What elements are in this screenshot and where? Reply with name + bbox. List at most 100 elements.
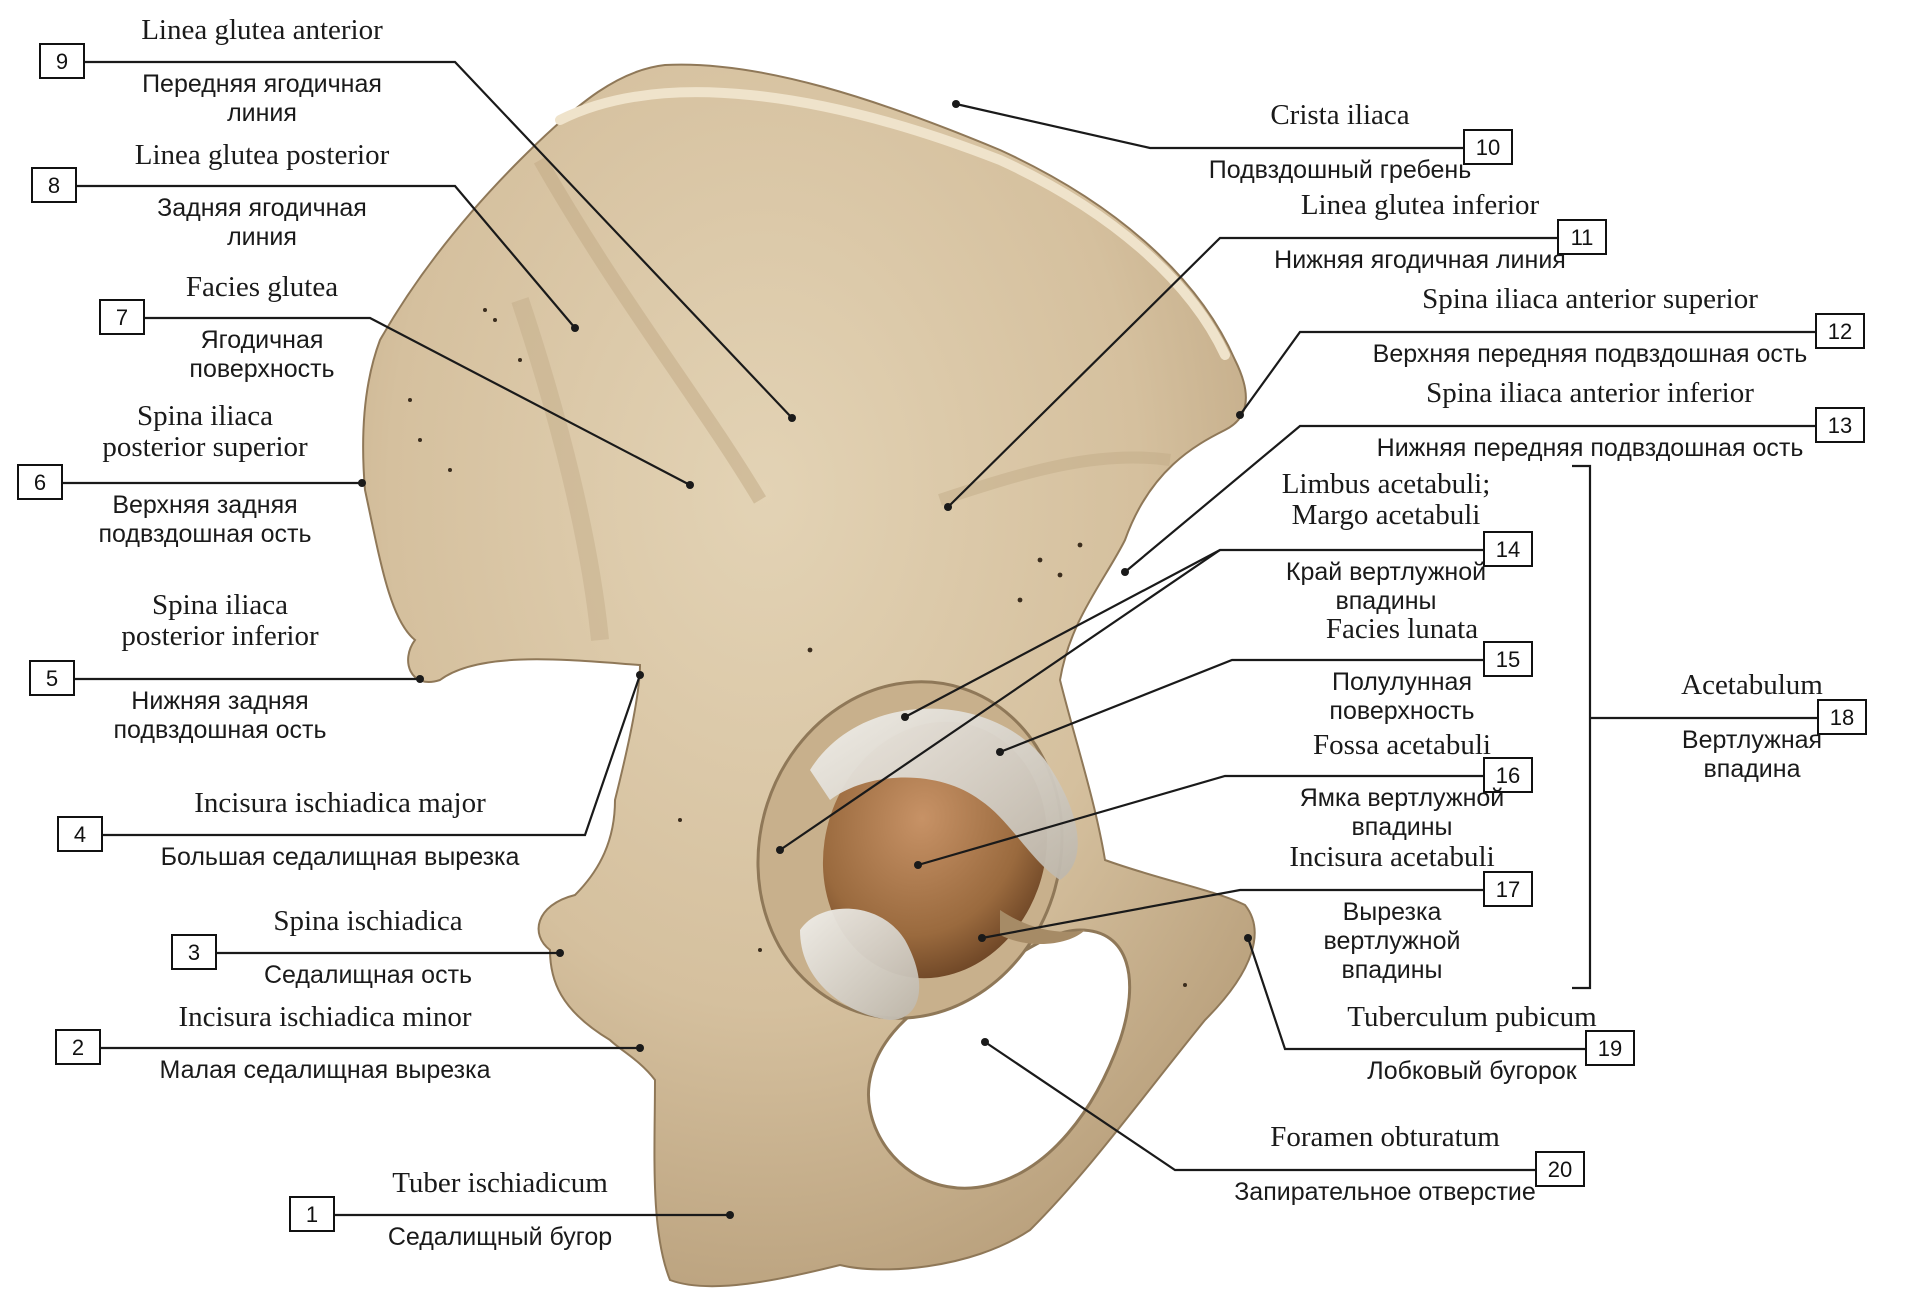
label-number-box-16 bbox=[1483, 757, 1533, 793]
leader-dot-12 bbox=[1236, 411, 1244, 419]
label-number-16: 16 bbox=[1496, 763, 1520, 788]
leader-dot-14-b bbox=[776, 846, 784, 854]
leader-line-11 bbox=[947, 236, 1606, 508]
latin-term-3-0: Spina ischiadica bbox=[273, 905, 462, 937]
russian-term-14-1: впадины bbox=[1335, 587, 1436, 615]
russian-term-7-0: Ягодичная bbox=[201, 326, 324, 354]
latin-term-2-0: Incisura ischiadica minor bbox=[178, 1001, 471, 1033]
label-number-11: 11 bbox=[1571, 225, 1594, 250]
russian-term-5-1: подвздошная ость bbox=[113, 716, 326, 744]
latin-term-6-1: posterior superior bbox=[102, 431, 308, 463]
label-number-17: 17 bbox=[1496, 877, 1520, 902]
russian-term-8-0: Задняя ягодичная bbox=[157, 194, 367, 222]
leader-line-9 bbox=[83, 60, 793, 419]
leader-line-20 bbox=[984, 1041, 1584, 1172]
russian-term-14-0: Край вертлужной bbox=[1286, 558, 1486, 586]
russian-term-11-0: Нижняя ягодичная линия bbox=[1274, 246, 1566, 274]
leader-dot-10 bbox=[952, 100, 960, 108]
leader-line-10 bbox=[955, 102, 1512, 150]
label-number-10: 10 bbox=[1476, 135, 1500, 160]
leader-dot-1 bbox=[726, 1211, 734, 1219]
russian-term-17-0: Вырезка bbox=[1343, 898, 1442, 926]
label-number-5: 5 bbox=[46, 666, 58, 691]
leader-dot-11 bbox=[944, 503, 952, 511]
russian-term-5-0: Нижняя задняя bbox=[131, 687, 308, 715]
russian-term-17-2: впадины bbox=[1341, 956, 1442, 984]
label-number-2: 2 bbox=[72, 1035, 84, 1060]
leader-dot-4 bbox=[636, 671, 644, 679]
label-number-box-9 bbox=[39, 43, 85, 79]
leader-line-15 bbox=[999, 658, 1532, 754]
latin-term-1-0: Tuber ischiadicum bbox=[392, 1167, 608, 1199]
latin-term-12-0: Spina iliaca anterior superior bbox=[1422, 283, 1758, 315]
lunate-surface-upper bbox=[810, 708, 1078, 880]
label-number-20: 20 bbox=[1548, 1157, 1572, 1182]
leader-line-17 bbox=[981, 888, 1532, 940]
leader-dot-14 bbox=[901, 713, 909, 721]
label-number-box-13 bbox=[1815, 407, 1865, 443]
leader-dot-13 bbox=[1121, 568, 1129, 576]
label-number-9: 9 bbox=[56, 49, 68, 74]
foramina-dots bbox=[408, 308, 1187, 987]
latin-term-14-0: Limbus acetabuli; bbox=[1282, 468, 1491, 500]
leader-line-13 bbox=[1124, 424, 1864, 573]
latin-term-6-0: Spina iliaca bbox=[137, 400, 273, 432]
russian-term-15-1: поверхность bbox=[1329, 697, 1474, 725]
label-number-box-15 bbox=[1483, 641, 1533, 677]
label-number-box-5 bbox=[29, 660, 75, 696]
russian-term-18-1: впадина bbox=[1704, 755, 1801, 783]
latin-term-5-1: posterior inferior bbox=[121, 620, 319, 652]
leader-dot-16 bbox=[914, 861, 922, 869]
label-number-box-20 bbox=[1535, 1151, 1585, 1187]
label-number-3: 3 bbox=[188, 940, 200, 965]
label-number-box-3 bbox=[171, 934, 217, 970]
russian-term-12-0: Верхняя передняя подвздошная ость bbox=[1373, 340, 1808, 368]
latin-term-10-0: Crista iliaca bbox=[1270, 99, 1409, 131]
russian-term-2-0: Малая седалищная вырезка bbox=[159, 1056, 490, 1084]
label-number-14: 14 bbox=[1496, 537, 1520, 562]
latin-term-14-1: Margo acetabuli bbox=[1292, 499, 1481, 531]
russian-term-20-0: Запирательное отверстие bbox=[1234, 1178, 1536, 1206]
russian-term-16-0: Ямка вертлужной bbox=[1300, 784, 1505, 812]
acetabulum-bracket bbox=[1572, 464, 1592, 990]
label-number-19: 19 bbox=[1598, 1036, 1622, 1061]
russian-term-9-0: Передняя ягодичная bbox=[142, 70, 382, 98]
label-number-box-1 bbox=[289, 1196, 335, 1232]
label-number-box-17 bbox=[1483, 871, 1533, 907]
leader-dot-5 bbox=[416, 675, 424, 683]
label-number-box-11 bbox=[1557, 219, 1607, 255]
leader-line-14-b bbox=[779, 549, 1221, 851]
latin-term-11-0: Linea glutea inferior bbox=[1301, 189, 1540, 221]
latin-term-18-0: Acetabulum bbox=[1681, 669, 1823, 701]
russian-term-8-1: линия bbox=[227, 223, 297, 251]
leader-dot-9 bbox=[788, 414, 796, 422]
latin-term-8-0: Linea glutea posterior bbox=[135, 139, 390, 171]
label-number-box-19 bbox=[1585, 1030, 1635, 1066]
latin-term-16-0: Fossa acetabuli bbox=[1313, 729, 1491, 761]
leader-line-8 bbox=[75, 184, 576, 329]
russian-term-7-1: поверхность bbox=[189, 355, 334, 383]
label-number-box-8 bbox=[31, 167, 77, 203]
russian-term-15-0: Полулунная bbox=[1332, 668, 1472, 696]
russian-term-10-0: Подвздошный гребень bbox=[1209, 156, 1471, 184]
leader-line-16 bbox=[917, 774, 1532, 867]
russian-term-18-0: Вертлужная bbox=[1682, 726, 1822, 754]
latin-term-20-0: Foramen obturatum bbox=[1270, 1121, 1500, 1153]
